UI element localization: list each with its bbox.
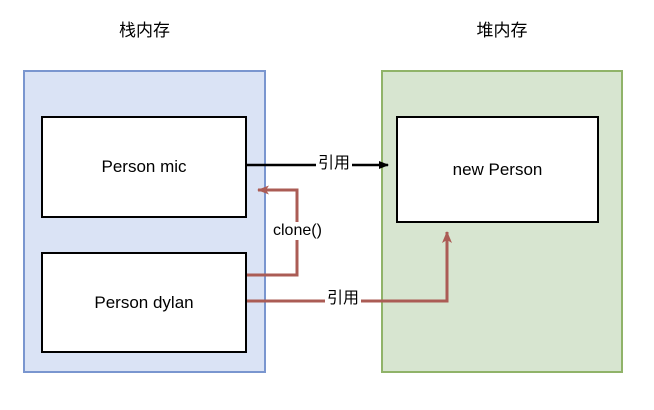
stack-memory-title: 栈内存: [119, 21, 170, 40]
object-box-new-person[interactable]: new Person: [396, 116, 599, 223]
heap-memory-title: 堆内存: [476, 21, 528, 40]
edge-ref-dylan-to-newperson: [247, 231, 452, 303]
object-box-person-dylan[interactable]: Person dylan: [41, 252, 247, 353]
edge-label-reference-top: 引用: [316, 155, 353, 173]
edge-label-clone: clone(): [271, 222, 324, 240]
object-box-person-mic[interactable]: Person mic: [41, 116, 247, 218]
edge-label-reference-bottom: 引用: [325, 290, 362, 308]
